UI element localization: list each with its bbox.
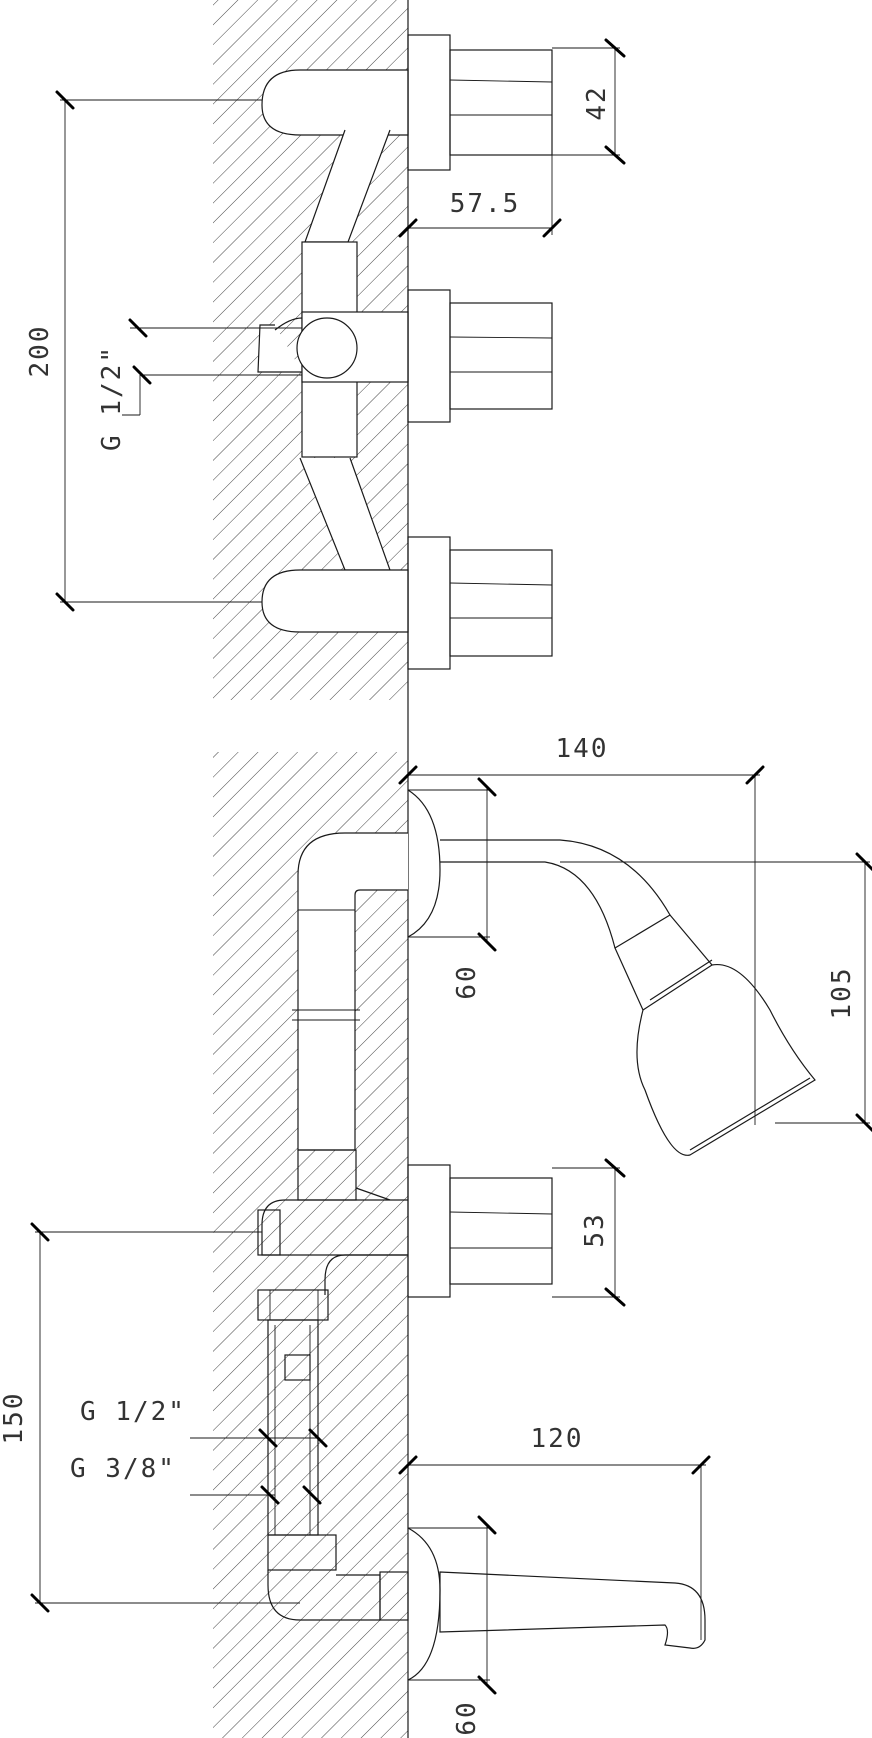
thread-callout-upper: G 1/2" [97, 318, 302, 451]
shower-arm [440, 839, 671, 949]
shower-head [614, 914, 816, 1156]
dim-label-140: 140 [556, 734, 609, 764]
dim-diverter-handle: 53 [552, 1158, 626, 1307]
dim-shower-drop: 105 [560, 852, 872, 1133]
diverter-handle [407, 1164, 553, 1298]
shower-flange [407, 789, 490, 938]
dim-shower-flange: 60 [452, 777, 497, 1000]
dim-handle-height: 42 [552, 38, 626, 165]
dim-label-42: 42 [582, 85, 612, 120]
upper-handle-1 [407, 34, 553, 171]
dim-label-57-5: 57.5 [450, 189, 521, 219]
upper-handle-3 [407, 536, 553, 670]
dim-label-53: 53 [580, 1212, 610, 1247]
shower-pipe [292, 832, 408, 1201]
upper-valve-body [257, 69, 409, 633]
dim-bottom-spacing: 150 [0, 1222, 300, 1613]
dim-shower-reach: 140 [398, 734, 765, 1125]
upper-handle-2 [407, 289, 553, 423]
dim-label-200: 200 [25, 325, 55, 378]
dim-label-105: 105 [827, 967, 857, 1020]
dim-valve-spacing: 200 [25, 90, 262, 612]
thread-label-g-half-upper: G 1/2" [97, 345, 127, 451]
dim-label-150: 150 [0, 1392, 29, 1445]
thread-callout-lower: G 1/2" G 3/8" [70, 1397, 328, 1505]
bath-spout [439, 1571, 706, 1649]
dim-label-120: 120 [531, 1424, 584, 1454]
spout-flange [407, 1527, 490, 1681]
dim-label-60-shower: 60 [452, 964, 482, 999]
dim-handle-depth: 57.5 [398, 155, 562, 238]
dim-spout-reach: 120 [398, 1424, 711, 1640]
dim-spout-flange: 60 [452, 1515, 497, 1736]
thread-label-g-half-lower: G 1/2" [80, 1397, 186, 1427]
dim-label-60-spout: 60 [452, 1700, 482, 1735]
thread-label-g-three-eighths: G 3/8" [70, 1454, 176, 1484]
